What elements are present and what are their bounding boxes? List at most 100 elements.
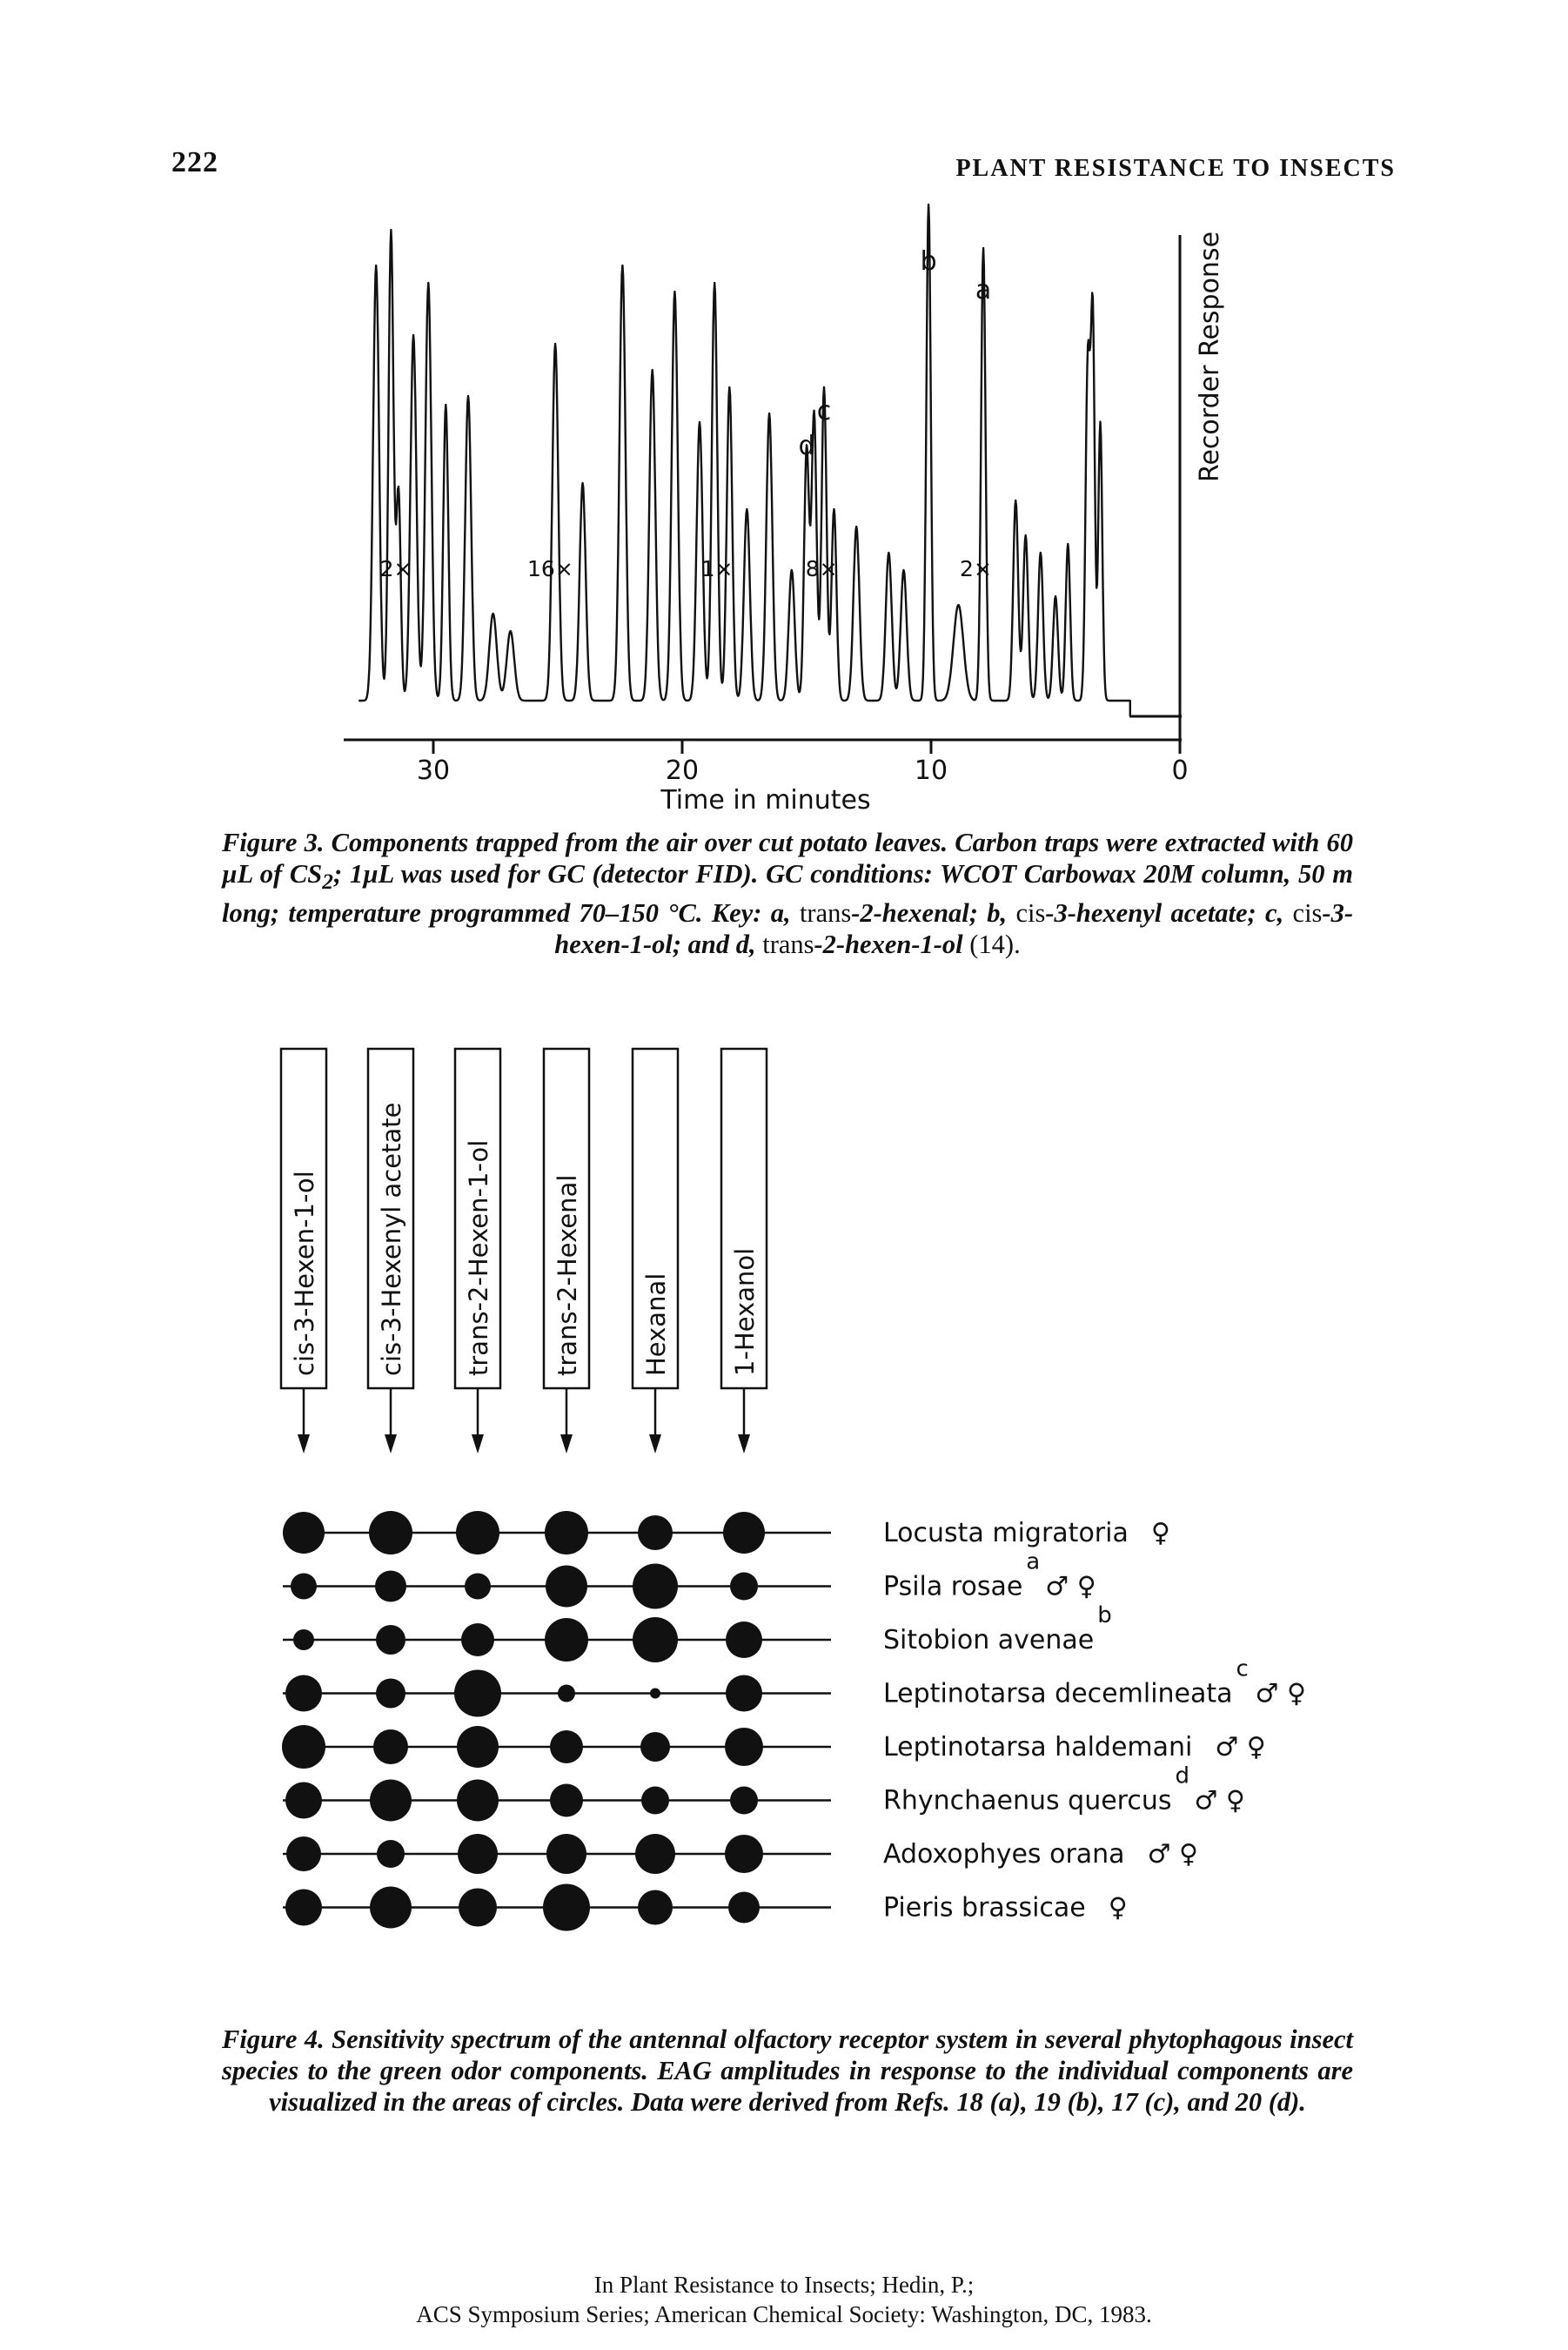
- response-circle: [461, 1623, 494, 1656]
- compound-box: [366, 1047, 415, 1390]
- response-circle: [456, 1511, 499, 1554]
- compound-arrow-head: [560, 1434, 573, 1454]
- species-name: Pieris brassicae: [883, 1893, 1086, 1924]
- sex-symbols: ♂ ♀: [1195, 1786, 1245, 1816]
- sex-symbols: ♂ ♀: [1215, 1732, 1265, 1762]
- compound-box: [453, 1047, 502, 1390]
- response-circle: [650, 1688, 660, 1699]
- caption-text: Sensitivity spectrum of the antennal olf…: [222, 2024, 1353, 2117]
- response-circle: [633, 1563, 678, 1609]
- response-circle: [725, 1728, 763, 1766]
- peak-label-c: c: [817, 396, 832, 426]
- caption-stereo-a: trans: [799, 898, 852, 929]
- response-circle: [641, 1786, 669, 1815]
- chromatogram-trace: [358, 203, 1131, 716]
- peak-label-a: a: [975, 275, 991, 306]
- response-circle: [377, 1840, 405, 1868]
- response-circle: [633, 1617, 678, 1662]
- response-circle: [546, 1834, 586, 1874]
- x-axis-title: Time in minutes: [660, 785, 870, 816]
- reference-letter: b: [1097, 1602, 1112, 1628]
- response-circle: [635, 1834, 675, 1874]
- response-circle: [465, 1573, 491, 1600]
- compound-arrow-head: [649, 1434, 661, 1454]
- response-circle: [286, 1836, 321, 1871]
- compound-arrow-head: [472, 1434, 484, 1454]
- response-circle: [545, 1618, 588, 1662]
- response-circle: [454, 1669, 501, 1717]
- caption-text: Components trapped from the air over cut…: [222, 828, 1354, 889]
- compound-box: [631, 1047, 680, 1390]
- response-circle: [282, 1725, 325, 1769]
- species-name: Leptinotarsa haldemani: [883, 1732, 1192, 1762]
- peak-label-b: b: [921, 246, 937, 277]
- attenuation-label: 2×: [960, 556, 992, 581]
- attenuation-label: 1×: [701, 556, 734, 581]
- compound-label: trans-2-Hexenal: [553, 1175, 582, 1376]
- caption-text: -3-hexen-1-ol; and d,: [554, 898, 1353, 960]
- species-name: Rhynchaenus quercus: [883, 1786, 1172, 1816]
- caption-text: -2-hexen-1-ol: [814, 930, 963, 960]
- page-number: 222: [171, 146, 218, 178]
- compound-label: 1-Hexanol: [730, 1248, 760, 1376]
- caption-text: ; 1µL was used for GC (detector FID). GC…: [222, 859, 1353, 929]
- compound-label: Hexanal: [641, 1273, 671, 1376]
- attenuation-label: 16×: [527, 556, 573, 581]
- compound-box: [279, 1047, 328, 1390]
- response-circle: [376, 1625, 405, 1655]
- response-circle: [459, 1888, 497, 1927]
- sex-symbols: ♂ ♀: [1045, 1572, 1096, 1602]
- caption-subscript: 2: [322, 870, 333, 895]
- response-circle: [558, 1684, 575, 1702]
- figure-4-caption: Figure 4. Sensitivity spectrum of the an…: [222, 2024, 1353, 2118]
- reference-letter: c: [1236, 1656, 1249, 1682]
- species-name: Adoxophyes orana: [883, 1839, 1125, 1870]
- response-circle: [375, 1570, 406, 1602]
- response-circle: [285, 1889, 322, 1926]
- response-circle: [726, 1675, 762, 1712]
- x-tick-label: 30: [417, 755, 450, 786]
- response-circle: [376, 1678, 405, 1709]
- caption-text: -3-hexenyl acetate; c,: [1045, 898, 1293, 929]
- citation-footer: In Plant Resistance to Insects; Hedin, P…: [0, 2270, 1568, 2329]
- species-name: Locusta migratoria: [883, 1518, 1129, 1548]
- attenuation-labels: 2×16×1×8×2×: [380, 556, 992, 581]
- response-circle: [550, 1730, 583, 1763]
- response-circle: [638, 1515, 673, 1550]
- response-circle: [546, 1565, 587, 1608]
- x-tick-label: 20: [666, 755, 699, 786]
- response-circle: [640, 1732, 670, 1762]
- response-circle: [726, 1622, 762, 1658]
- response-circle: [725, 1835, 763, 1873]
- response-circle: [369, 1511, 412, 1554]
- figure-4-label: Figure 4.: [222, 2024, 325, 2054]
- caption-reference: (14).: [962, 930, 1021, 960]
- response-circle: [370, 1779, 412, 1822]
- x-tick-label: 0: [1171, 755, 1188, 786]
- compound-label: trans-2-Hexen-1-ol: [464, 1140, 493, 1376]
- response-circle: [545, 1511, 588, 1554]
- caption-stereo-b: cis: [1015, 898, 1046, 929]
- attenuation-label: 8×: [806, 556, 838, 581]
- compound-box: [542, 1047, 591, 1390]
- response-circle: [457, 1726, 499, 1768]
- sex-symbols: ♀: [1151, 1518, 1170, 1548]
- response-circle: [550, 1783, 583, 1817]
- response-circle: [457, 1779, 499, 1822]
- response-circle: [730, 1572, 758, 1601]
- compound-arrow-head: [385, 1434, 397, 1454]
- compound-arrow-head: [738, 1434, 750, 1454]
- caption-stereo-c: cis: [1292, 898, 1323, 929]
- response-circle: [543, 1883, 590, 1931]
- sex-symbols: ♂ ♀: [1256, 1679, 1306, 1709]
- response-circle: [723, 1512, 765, 1554]
- y-axis-title: Recorder Response: [1195, 232, 1225, 482]
